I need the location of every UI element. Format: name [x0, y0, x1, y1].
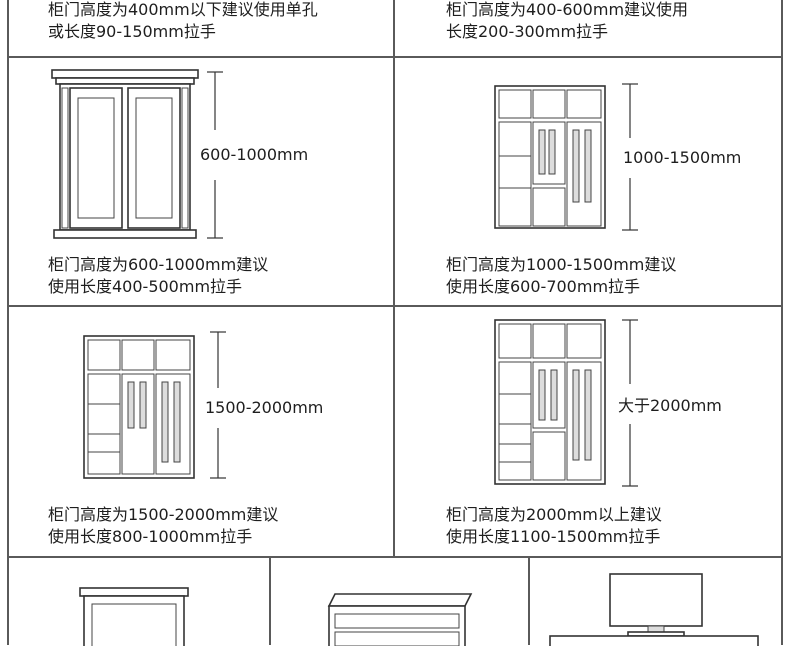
grid-line	[7, 556, 783, 558]
dimension-arrow	[622, 83, 638, 231]
tall-wardrobe-icon	[83, 335, 195, 479]
caption-cell-3: 柜门高度为600-1000mm建议 使用长度400-500mm拉手	[48, 255, 269, 296]
dimension-arrow	[210, 331, 226, 479]
caption-cell-1: 柜门高度为400mm以下建议使用单孔 或长度90-150mm拉手	[48, 0, 318, 41]
dimension-label: 大于2000mm	[618, 396, 722, 415]
nightstand-icon	[79, 587, 189, 646]
grid-line	[269, 556, 271, 645]
dimension-label: 600-1000mm	[200, 145, 309, 164]
caption-cell-5: 柜门高度为1500-2000mm建议 使用长度800-1000mm拉手	[48, 505, 279, 546]
tall-wardrobe-icon	[494, 319, 606, 485]
grid-line	[781, 0, 783, 645]
grid-line	[528, 556, 530, 645]
grid-line	[393, 0, 395, 558]
caption-cell-2: 柜门高度为400-600mm建议使用 长度200-300mm拉手	[446, 0, 689, 41]
tv-cabinet-icon	[549, 573, 759, 646]
double-door-wardrobe-icon	[51, 69, 199, 239]
dimension-arrow	[622, 319, 638, 487]
grid-line	[7, 556, 9, 645]
dimension-arrow	[207, 71, 223, 239]
dimension-label: 1000-1500mm	[623, 148, 742, 167]
caption-cell-6: 柜门高度为2000mm以上建议 使用长度1100-1500mm拉手	[446, 505, 662, 546]
dimension-label: 1500-2000mm	[205, 398, 324, 417]
grid-line	[7, 0, 9, 558]
dresser-icon	[327, 593, 473, 646]
wardrobe-icon	[494, 85, 606, 229]
caption-cell-4: 柜门高度为1000-1500mm建议 使用长度600-700mm拉手	[446, 255, 677, 296]
grid-line	[7, 305, 783, 307]
grid-line	[7, 56, 783, 58]
